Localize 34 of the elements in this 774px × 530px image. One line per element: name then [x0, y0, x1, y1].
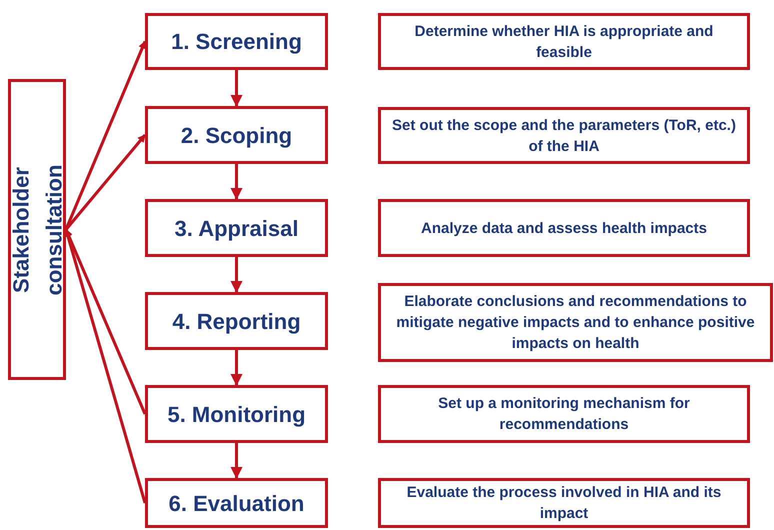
step-box — [145, 292, 328, 350]
step-label: 2. Scoping — [180, 122, 294, 150]
step-box — [145, 478, 328, 528]
description-box — [378, 13, 750, 70]
description-box — [378, 385, 750, 443]
description-box — [378, 478, 750, 528]
arrow — [230, 443, 242, 479]
description-text: Elaborate conclusions and recommendations to mitigate negative impacts and to enhance positive impacts on health — [395, 292, 756, 354]
arrow — [230, 164, 242, 200]
description-box — [378, 199, 750, 257]
step-box — [145, 13, 328, 70]
step-label: Stakeholder consultation — [7, 164, 67, 295]
description-box — [378, 107, 750, 164]
arrow — [230, 70, 242, 107]
arrow — [230, 350, 242, 386]
step-box — [145, 385, 328, 443]
description-text: Analyze data and assess health impacts — [420, 218, 708, 238]
step-label: 6. Evaluation — [168, 490, 306, 518]
step-label: 3. Appraisal — [174, 214, 300, 243]
arrow — [64, 228, 146, 415]
step-label: 1. Screening — [170, 28, 303, 56]
description-text: Determine whether HIA is appropriate and feasible — [414, 22, 714, 62]
step-label: 4. Reporting — [171, 308, 302, 336]
arrow — [230, 257, 242, 293]
arrow — [64, 228, 146, 504]
description-text: Set out the scope and the parameters (ToR, etc.) of the HIA — [391, 116, 737, 156]
step-box — [145, 199, 328, 257]
step-label: 5. Monitoring — [166, 400, 307, 429]
consultation-box — [8, 79, 66, 380]
description-text: Set up a monitoring mechanism for recommendations — [437, 394, 691, 435]
description-box — [378, 283, 773, 362]
description-text: Evaluate the process involved in HIA and its impact — [406, 483, 722, 524]
step-box — [145, 106, 328, 164]
arrow — [64, 134, 146, 230]
